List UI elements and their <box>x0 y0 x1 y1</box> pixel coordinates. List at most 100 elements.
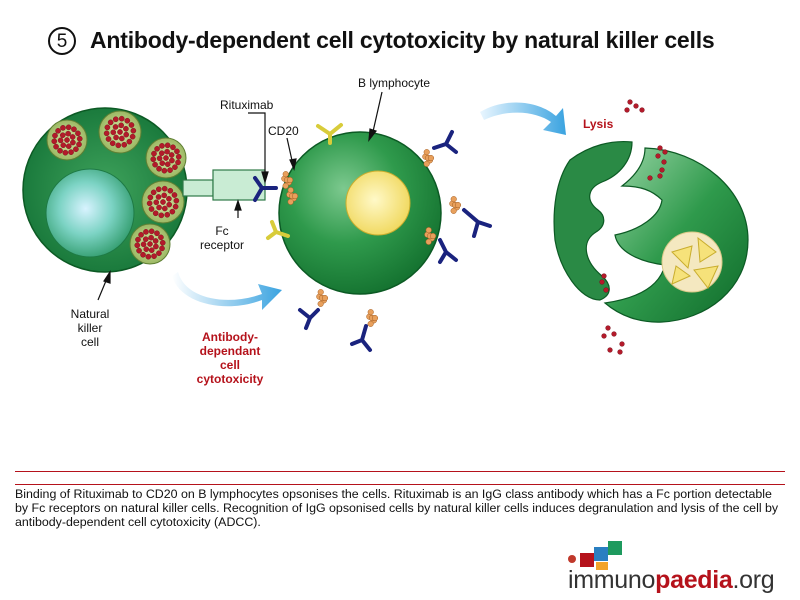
granule-dot <box>152 210 159 217</box>
logo-text-part-1: immuno <box>568 566 656 594</box>
adcc-label: Antibody- dependant cell cytotoxicity <box>180 330 280 386</box>
granule-dot <box>142 236 149 242</box>
released-granule-dot <box>627 99 633 105</box>
cd20-molecule <box>286 177 294 184</box>
immunopaedia-logo[interactable]: immunopaedia.org <box>568 566 775 595</box>
granule-dot <box>153 199 160 206</box>
cd20-molecule <box>427 155 435 162</box>
granule-dot <box>115 142 122 149</box>
granule-dot <box>169 157 175 164</box>
released-granule-dot <box>601 333 607 339</box>
granule-dot <box>150 156 157 163</box>
granule-dot <box>148 206 155 212</box>
granule-dot <box>65 143 72 149</box>
released-granule-dot <box>611 331 617 337</box>
granule-dot <box>151 150 157 157</box>
rituximab-antibody <box>350 324 372 352</box>
granule-dot <box>103 130 110 137</box>
cd20-molecule <box>282 182 289 189</box>
adcc-label-line-3: cell <box>219 358 240 372</box>
granule-dot <box>173 197 180 204</box>
granule-dot <box>140 251 146 258</box>
granule-dot <box>154 230 160 237</box>
adcc-label-line-4: cytotoxicity <box>196 372 264 386</box>
cd20-molecule <box>425 238 432 245</box>
granule-dot <box>128 122 135 128</box>
released-granule-dot <box>601 273 607 279</box>
cd20-molecule <box>423 160 430 167</box>
granule-dot <box>140 241 147 248</box>
granule-dot <box>156 165 162 172</box>
cd20-molecule <box>317 289 324 296</box>
nk-label-line-3: cell <box>80 335 99 349</box>
granule-dot <box>130 127 137 134</box>
cd20-molecule <box>371 315 379 322</box>
released-granule-dot <box>607 347 613 353</box>
granule-dot <box>126 138 133 145</box>
granule-dot <box>65 124 72 131</box>
released-granule-dot <box>617 349 623 355</box>
nk-label-line-2: killer <box>77 321 103 335</box>
cd20-molecule <box>450 207 457 214</box>
released-granule-dot <box>657 145 663 151</box>
released-granule-dot <box>659 167 665 173</box>
granule-dot <box>161 185 168 192</box>
granule-dot <box>152 238 159 244</box>
granule-dot <box>107 119 114 126</box>
granule-dot <box>112 116 119 123</box>
granule-dot <box>70 139 76 146</box>
granule-dot <box>119 135 125 142</box>
rituximab-antibody <box>253 176 278 202</box>
granule-dot <box>71 126 77 133</box>
logo-cubes-icon <box>568 541 622 570</box>
cd20-molecule <box>367 309 374 316</box>
rituximab-antibody <box>432 130 458 154</box>
cd20-molecule <box>287 187 294 194</box>
granule-dot <box>55 128 61 134</box>
granule-dot <box>113 134 119 141</box>
logo-text-part-2: paedia <box>655 566 733 594</box>
granule-dot <box>53 143 59 150</box>
granule-dot <box>156 250 162 256</box>
released-granule-dot <box>657 173 663 179</box>
step-number-badge: 5 <box>48 27 76 55</box>
granule-dot <box>73 146 79 152</box>
granule-dot <box>117 129 123 135</box>
cd20-molecule <box>321 295 329 302</box>
granule-dot <box>138 232 144 238</box>
cd20-molecule <box>287 198 294 205</box>
granule-dot <box>143 246 150 252</box>
caption-divider-top <box>15 471 785 472</box>
granule-dot <box>143 229 149 235</box>
granule-dot <box>146 200 153 207</box>
granule-dot <box>168 152 175 158</box>
rituximab-label: Rituximab <box>220 98 274 112</box>
granule-dot <box>136 247 142 254</box>
lysis-arrow <box>480 102 566 135</box>
cd20-molecule <box>454 202 462 209</box>
granule-dot <box>64 137 70 143</box>
lysed-cell <box>553 140 749 323</box>
granule-dot <box>148 247 155 253</box>
released-granule-dot <box>662 149 668 155</box>
granule-dot <box>162 205 168 212</box>
granule-dot <box>135 236 141 243</box>
granule-dot <box>158 234 164 241</box>
granule-dot <box>164 142 171 149</box>
released-granules <box>599 99 668 355</box>
granule-dot <box>171 192 178 198</box>
granule-dot <box>110 129 117 136</box>
released-granule-dot <box>603 287 609 293</box>
caption-divider <box>15 484 785 485</box>
granule-dot <box>167 167 173 173</box>
cd20-molecule <box>367 320 374 327</box>
cd20-molecule <box>429 233 437 240</box>
granule-dot <box>174 148 180 155</box>
fc-receptor-line-1: Fc <box>215 224 229 238</box>
granule-dot <box>123 125 129 132</box>
granule-dot <box>152 161 158 168</box>
granule-dot <box>150 189 157 196</box>
granule-dot <box>145 253 152 260</box>
natural-killer-cell <box>22 107 188 273</box>
granule-dot <box>121 141 128 148</box>
